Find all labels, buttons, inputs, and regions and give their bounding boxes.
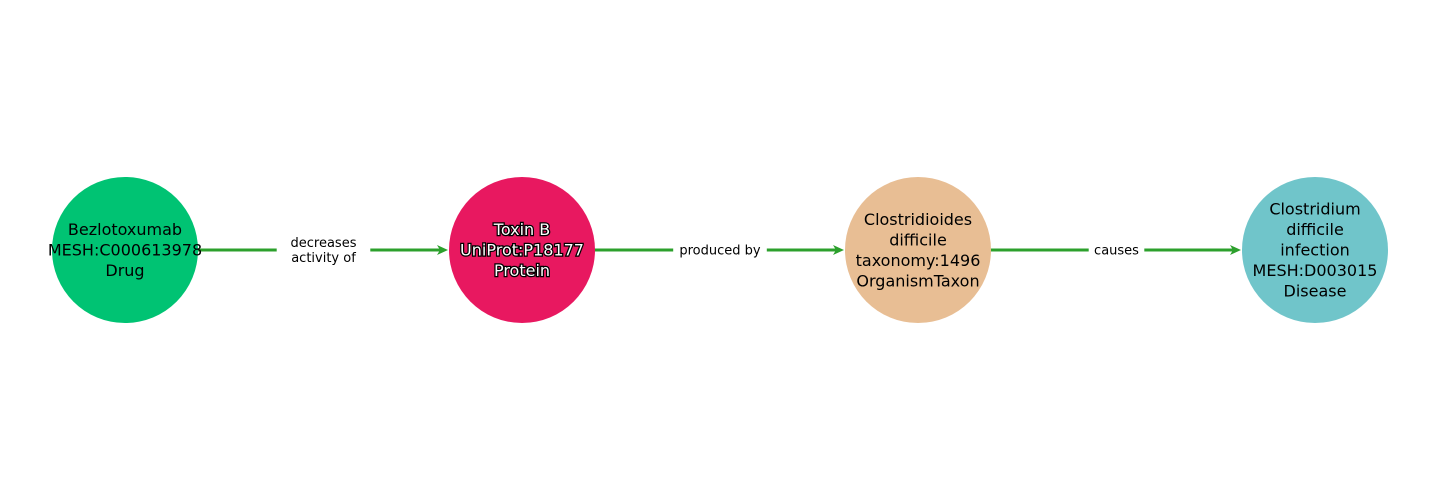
arrowhead-icon	[437, 245, 448, 255]
node-circle[interactable]	[52, 177, 198, 323]
edge-label-background	[276, 232, 371, 268]
node-label: Disease	[1284, 282, 1347, 301]
node-label: Drug	[105, 261, 144, 280]
node-circle[interactable]	[1242, 177, 1388, 323]
arrowhead-icon	[1230, 245, 1241, 255]
edge-label: produced by	[679, 244, 761, 259]
node-label: Clostridium	[1269, 200, 1360, 219]
node-label: MESH:C000613978	[48, 241, 202, 260]
node-label: Protein	[494, 261, 550, 280]
nodes	[52, 177, 1388, 323]
node-label: difficile	[889, 230, 947, 249]
edge-label-background	[1088, 239, 1145, 261]
node-circle[interactable]	[449, 177, 595, 323]
edge-label: activity of	[291, 251, 356, 266]
edge-label-background	[673, 239, 767, 261]
arrowhead-icon	[833, 245, 844, 255]
node-circle[interactable]	[845, 177, 991, 323]
node-label: OrganismTaxon	[856, 271, 979, 290]
graph-node[interactable]	[52, 177, 198, 323]
node-label: taxonomy:1496	[856, 251, 981, 270]
edge-label: decreases	[291, 236, 357, 251]
node-label: infection	[1280, 241, 1350, 260]
node-label: Clostridioides	[864, 210, 972, 229]
graph-node[interactable]	[845, 177, 991, 323]
node-label: UniProt:P18177	[460, 241, 584, 260]
node-label: MESH:D003015	[1253, 261, 1378, 280]
graph-node[interactable]	[449, 177, 595, 323]
graph-node[interactable]	[1242, 177, 1388, 323]
node-label: Toxin B	[493, 220, 550, 239]
edge-label: causes	[1094, 244, 1139, 259]
node-label: Bezlotoxumab	[68, 220, 182, 239]
node-label: difficile	[1286, 220, 1344, 239]
